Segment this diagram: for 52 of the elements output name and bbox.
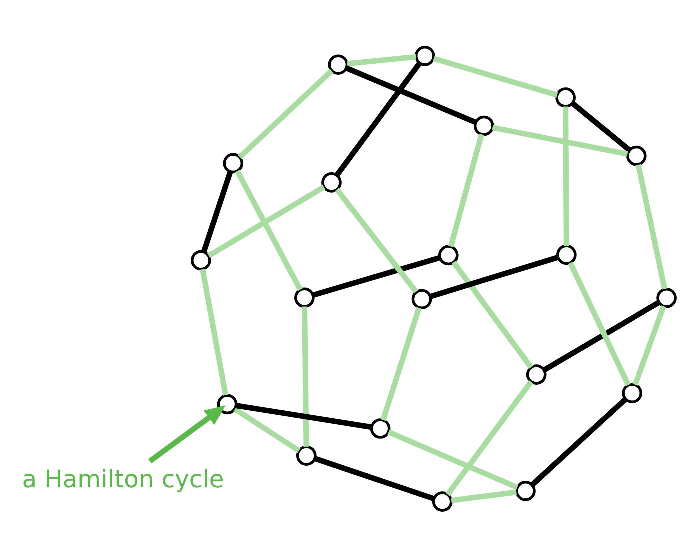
connector <box>432 56 558 98</box>
node-circle <box>321 172 342 192</box>
node-circle <box>622 382 642 404</box>
node-circle <box>526 364 546 384</box>
node-circle <box>626 145 646 166</box>
connector <box>429 254 558 299</box>
node-circle <box>296 445 316 466</box>
connector <box>632 305 666 386</box>
node-circle <box>190 250 211 270</box>
connector <box>570 100 631 152</box>
node-circle <box>222 152 244 174</box>
node-circle <box>216 394 238 414</box>
connector <box>345 65 476 125</box>
node-circle <box>438 244 458 266</box>
connector <box>334 188 418 294</box>
node-circle <box>414 46 435 66</box>
node-circle <box>328 54 348 75</box>
connector <box>530 396 628 487</box>
connector <box>380 306 422 421</box>
connector <box>207 184 326 258</box>
node-circle <box>556 244 576 265</box>
connector <box>312 254 440 298</box>
connector <box>302 306 309 446</box>
connector <box>387 429 518 490</box>
node-circle <box>656 288 676 308</box>
connector <box>451 260 533 369</box>
node-text: a Hamilton cycle <box>22 464 224 493</box>
connector <box>234 169 302 291</box>
node-circle <box>515 480 536 501</box>
connector <box>445 380 533 496</box>
node-circle <box>432 491 452 512</box>
connector <box>200 268 228 396</box>
node-circle <box>473 115 494 136</box>
connector <box>568 262 631 386</box>
node-circle <box>411 288 432 310</box>
connector <box>200 170 233 252</box>
node-circle <box>370 418 390 438</box>
connector <box>492 124 628 156</box>
connector <box>238 68 334 159</box>
connector <box>236 402 372 430</box>
arrow <box>148 405 226 464</box>
connector <box>542 300 660 372</box>
connector <box>562 106 569 246</box>
node-circle <box>294 287 314 308</box>
node-circle <box>555 87 576 108</box>
connector <box>314 456 434 502</box>
connector <box>233 406 300 453</box>
connector <box>334 61 422 177</box>
connector <box>635 164 668 290</box>
connector <box>448 133 484 247</box>
connector <box>346 54 416 66</box>
connector <box>450 489 516 503</box>
